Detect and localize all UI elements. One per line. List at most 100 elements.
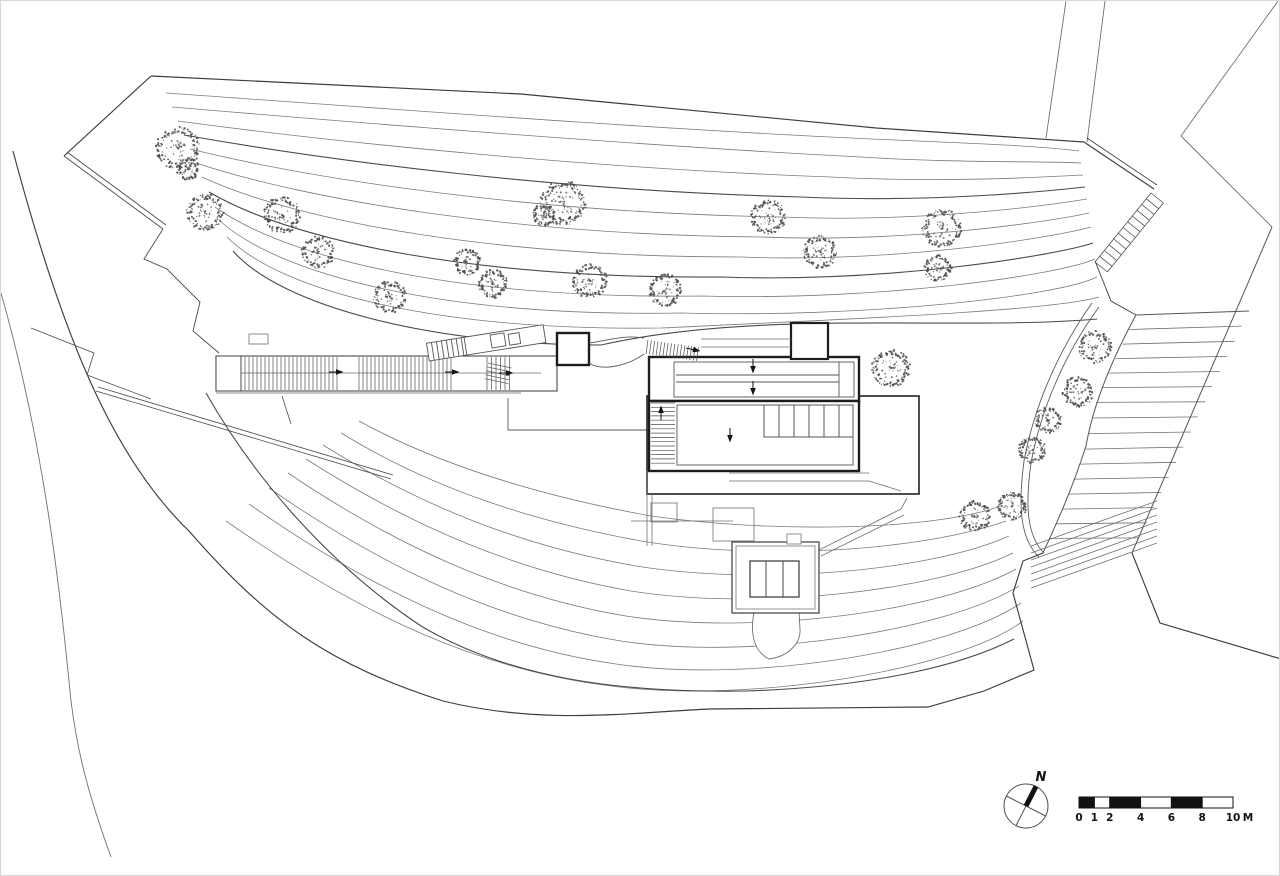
contour-lines-upper [165,92,1100,346]
contour-line [226,236,1100,329]
contour-line [248,503,1022,671]
contour-line [208,191,1094,279]
scale-label: 6 [1168,812,1175,824]
rail-branch [281,395,292,425]
scale-label: 2 [1106,812,1113,824]
boundary-top [150,75,1085,143]
contour-line-index [205,392,1015,692]
contour-line [340,432,1007,552]
scale-label: 8 [1199,812,1206,824]
building-complex [631,321,920,660]
scale-label: 1 [1091,812,1098,824]
flow-arrow [727,428,733,443]
stair-treads [651,402,675,464]
contour-line [220,221,1098,315]
tree [477,268,508,299]
boundary-right-upper [1083,141,1155,190]
flow-arrow [445,369,460,375]
building-stair-treads [651,402,675,464]
offsite-diagonal-e [1180,135,1273,228]
hillside-paths [1020,302,1100,558]
terraced-slope [1030,226,1273,589]
contour-line [201,176,1092,259]
tree [750,199,786,235]
skylight-row [763,404,854,438]
north-label: N [1036,770,1047,785]
garden-pavilion [731,533,820,660]
walkway-side-box [248,333,269,345]
terrace-area [1072,311,1249,553]
pavilion-tongue-path [752,611,801,660]
tree [539,181,587,226]
scale-label: 0 [1075,812,1082,824]
contour-line [189,148,1088,219]
terrace-left-edge [1042,314,1137,554]
path-edge [1027,306,1100,554]
tree [1018,436,1046,464]
wall-line [63,155,164,230]
boundary-top-left [63,75,152,157]
contour-line [165,92,1080,152]
tree [300,235,335,269]
contour-line [287,472,1017,624]
tree [996,491,1027,521]
pavilion-skylight [749,560,800,598]
scale-segment [1140,796,1172,809]
rail-line [95,390,392,480]
slope-ramp-lines [1030,500,1158,589]
tree [572,263,608,298]
boundary-right-lower [1131,552,1279,660]
pavilion-entry-notch [786,533,802,545]
tree [923,254,953,282]
angled-box [489,332,507,349]
stair-treads [244,357,338,390]
tree [154,125,200,170]
angled-box [507,332,522,346]
terrace-top-edge [1135,310,1250,316]
flow-arrow [750,381,756,396]
tree [372,280,407,314]
main-roof-block [647,399,861,473]
north-arrow-needle [1023,785,1039,808]
tree [175,157,200,181]
flow-arrow [686,346,701,353]
contour-line [232,250,1098,346]
pavilion-inner [735,545,816,610]
contour-line [225,520,1024,692]
tree [958,499,992,532]
tree [1034,406,1062,434]
wall-line [66,151,167,226]
flow-arrow [750,359,756,374]
wall-steps-lower [30,327,152,400]
offsite-curve [1,292,112,858]
tree [185,193,225,231]
contour-line [322,444,1010,576]
road-edge-left [1045,1,1067,139]
contour-line [195,162,1090,239]
entry-walkway [215,324,647,431]
scale-segment [1093,796,1111,809]
lower-level-outlines [631,471,908,557]
upper-roof-block [647,355,861,403]
north-arrow: N [1003,770,1049,829]
boundary-right-upper-inner [1086,137,1158,186]
context-lines [1,1,1279,858]
flow-arrow [658,405,664,420]
scale-unit-label: M [1243,812,1253,824]
road-edge-right [1086,1,1106,143]
terrace-right-edge [1131,226,1273,554]
stair-treads [358,357,452,390]
site-boundary [12,75,1279,717]
angled-deck [425,324,547,362]
path-edge [1020,302,1093,558]
scale-segment [1078,796,1095,809]
tree [453,248,481,276]
scale-segment [1170,796,1203,809]
walkway-stair-treads [244,357,510,390]
upper-roof-inner [673,361,855,398]
s-path-upper [588,336,645,344]
angled-terrace-structure [425,324,547,362]
